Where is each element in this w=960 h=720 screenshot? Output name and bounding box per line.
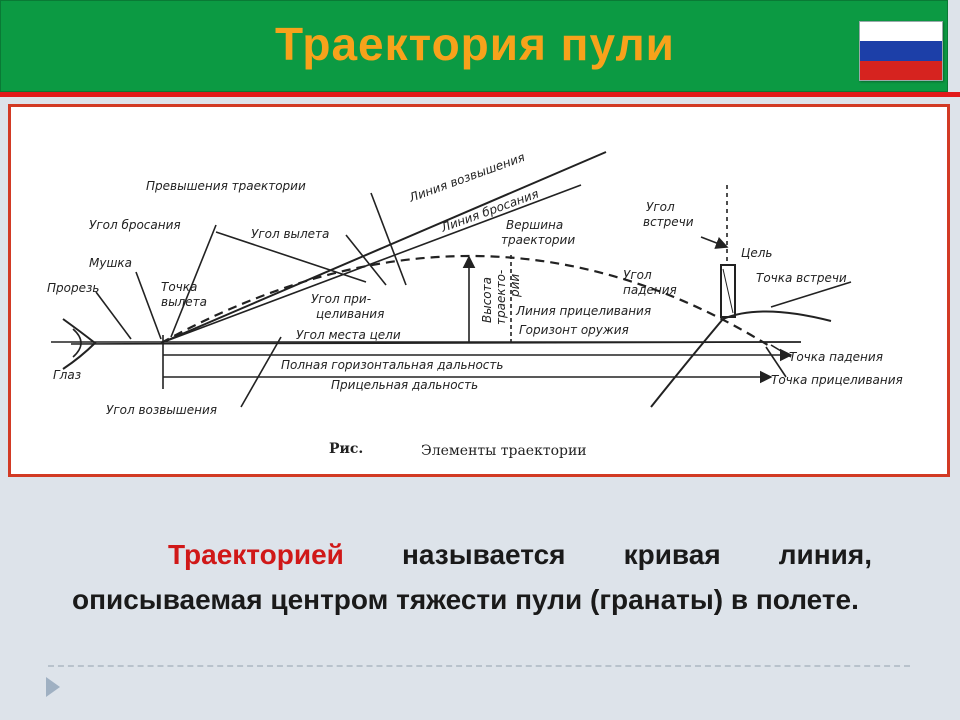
label-fall-angle: Угол <box>623 268 652 282</box>
title-underline <box>0 92 960 97</box>
definition-text: Траекторией называется кривая линия, опи… <box>72 532 872 622</box>
label-apex-2: траектории <box>501 233 575 247</box>
label-apex: Вершина <box>506 218 563 232</box>
label-fall-point: Точка падения <box>789 350 883 364</box>
label-horizon: Горизонт оружия <box>519 323 629 337</box>
label-meet-point: Точка встречи <box>756 271 847 285</box>
trajectory-figure: Линия возвышения Линия бросания Превышен… <box>8 104 950 477</box>
label-meet-angle-2: встречи <box>643 215 694 229</box>
label-height-2: траекто- <box>494 270 508 325</box>
title-bar: Траектория пули <box>0 0 948 92</box>
label-departure-point: Точка <box>161 280 197 294</box>
label-excess: Превышения траектории <box>146 179 306 193</box>
label-meet-angle: Угол <box>646 200 675 214</box>
divider <box>48 665 910 667</box>
label-aim-angle: Угол при- <box>311 292 371 306</box>
label-front-sight: Мушка <box>89 256 132 270</box>
definition-body: называется кривая линия, описываемая цен… <box>72 539 872 615</box>
label-throw-angle: Угол бросания <box>89 218 181 232</box>
label-elev-angle: Угол возвышения <box>106 403 217 417</box>
label-aim-point: Точка прицеливания <box>771 373 903 387</box>
definition-term: Траекторией <box>168 539 344 570</box>
next-arrow-icon[interactable] <box>46 677 60 697</box>
trajectory-curve <box>160 254 772 348</box>
label-site-angle: Угол места цели <box>296 328 401 342</box>
label-departure-point-2: вылета <box>161 295 207 309</box>
label-aim-range: Прицельная дальность <box>331 378 478 392</box>
label-height: Высота <box>480 277 494 323</box>
label-fall-angle-2: падения <box>623 283 677 297</box>
label-full-range: Полная горизонтальная дальность <box>281 358 503 372</box>
label-slot: Прорезь <box>47 281 99 295</box>
label-aim-angle-2: целивания <box>316 307 384 321</box>
russian-flag-icon <box>859 21 943 81</box>
label-eye: Глаз <box>53 368 81 382</box>
trajectory-diagram: Линия возвышения Линия бросания Превышен… <box>47 150 903 459</box>
throw-line <box>160 184 582 344</box>
caption: Элементы траектории <box>421 443 587 459</box>
elevation-line <box>160 151 607 344</box>
caption-prefix: Рис. <box>329 441 363 457</box>
page-title: Траектория пули <box>275 18 675 70</box>
label-departure-angle: Угол вылета <box>251 227 329 241</box>
label-target: Цель <box>741 246 772 260</box>
label-height-3: рии <box>508 274 522 298</box>
label-aim-line: Линия прицеливания <box>515 304 651 318</box>
